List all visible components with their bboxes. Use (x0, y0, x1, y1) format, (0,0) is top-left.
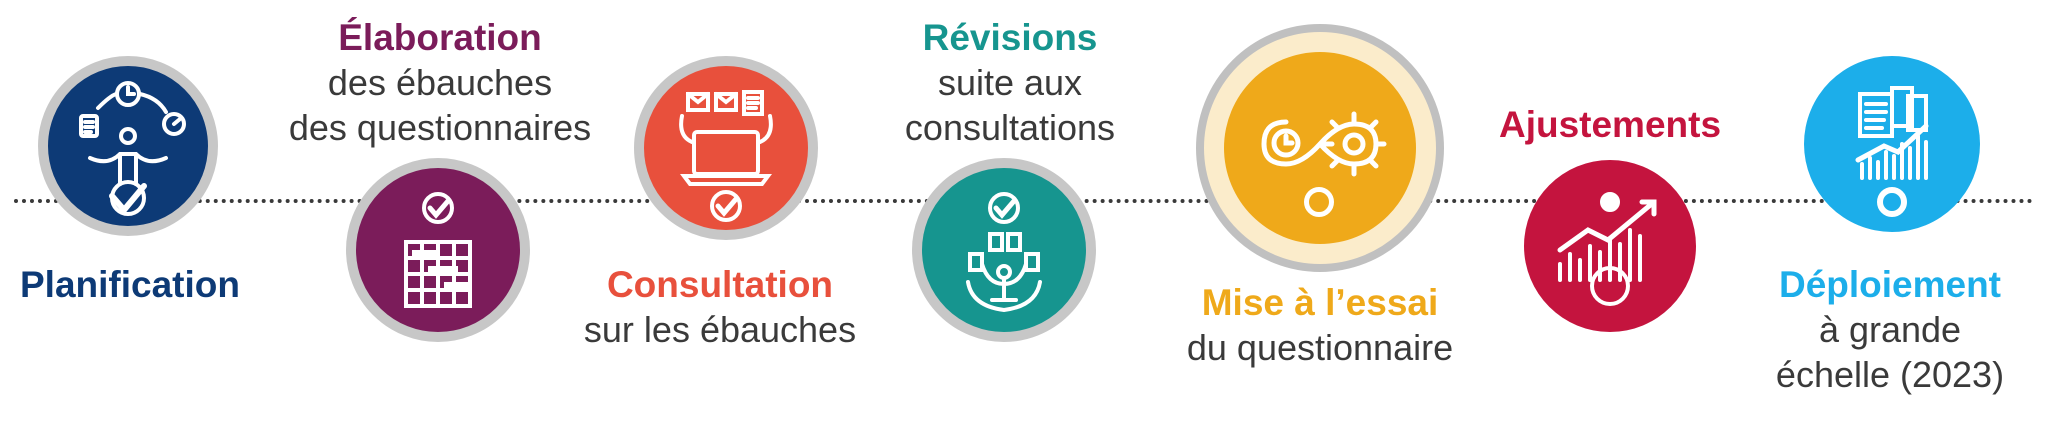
elaboration-subtitle-1: des ébauches (327, 62, 553, 103)
consultation-circle (634, 56, 818, 240)
deploiement-title: Déploiement (1778, 264, 2002, 305)
consultation-title: Consultation (606, 264, 834, 305)
gantt-chart-icon (404, 192, 472, 308)
revisions-subtitle-2: consultations (904, 107, 1116, 148)
elaboration-circle (346, 158, 530, 342)
elaboration-label: Élaboration des ébauches des questionnai… (250, 15, 630, 150)
person-documents-icon (966, 192, 1042, 313)
revisions-title: Révisions (922, 17, 1098, 58)
ajustements-title: Ajustements (1498, 104, 1722, 145)
revisions-label: Révisions suite aux consultations (830, 15, 1190, 150)
mise-a-lessai-title: Mise à l’essai (1201, 282, 1439, 323)
infinity-gear-clock-icon (1261, 111, 1387, 177)
planification-circle (38, 56, 218, 236)
consultation-label: Consultation sur les ébauches (530, 262, 910, 352)
consultation-subtitle-1: sur les ébauches (583, 309, 857, 350)
mise-a-lessai-marker (1304, 187, 1334, 217)
mise-a-lessai-circle (1224, 52, 1416, 244)
deploiement-circle (1804, 56, 1980, 232)
deploiement-subtitle-1: à grande (1818, 309, 1962, 350)
elaboration-title: Élaboration (338, 17, 542, 58)
planification-label: Planification (0, 262, 260, 307)
growth-chart-gear-icon (1557, 199, 1657, 306)
deploiement-label: Déploiement à grande échelle (2023) (1745, 262, 2035, 397)
deploiement-subtitle-2: échelle (2023) (1775, 354, 2005, 395)
juggling-person-icon (79, 81, 186, 216)
revisions-subtitle-1: suite aux (937, 62, 1083, 103)
ajustements-circle (1524, 160, 1696, 332)
mise-a-lessai-label: Mise à l’essai du questionnaire (1150, 280, 1490, 370)
planification-title: Planification (20, 264, 240, 305)
elaboration-subtitle-2: des questionnaires (288, 107, 592, 148)
deploiement-marker (1877, 187, 1907, 217)
ajustements-label: Ajustements (1480, 102, 1740, 147)
documents-chart-icon (1855, 86, 1929, 180)
laptop-mail-icon (679, 90, 773, 222)
mise-a-lessai-subtitle-1: du questionnaire (1186, 327, 1454, 368)
ajustements-marker (1595, 187, 1625, 217)
revisions-circle (912, 158, 1096, 342)
